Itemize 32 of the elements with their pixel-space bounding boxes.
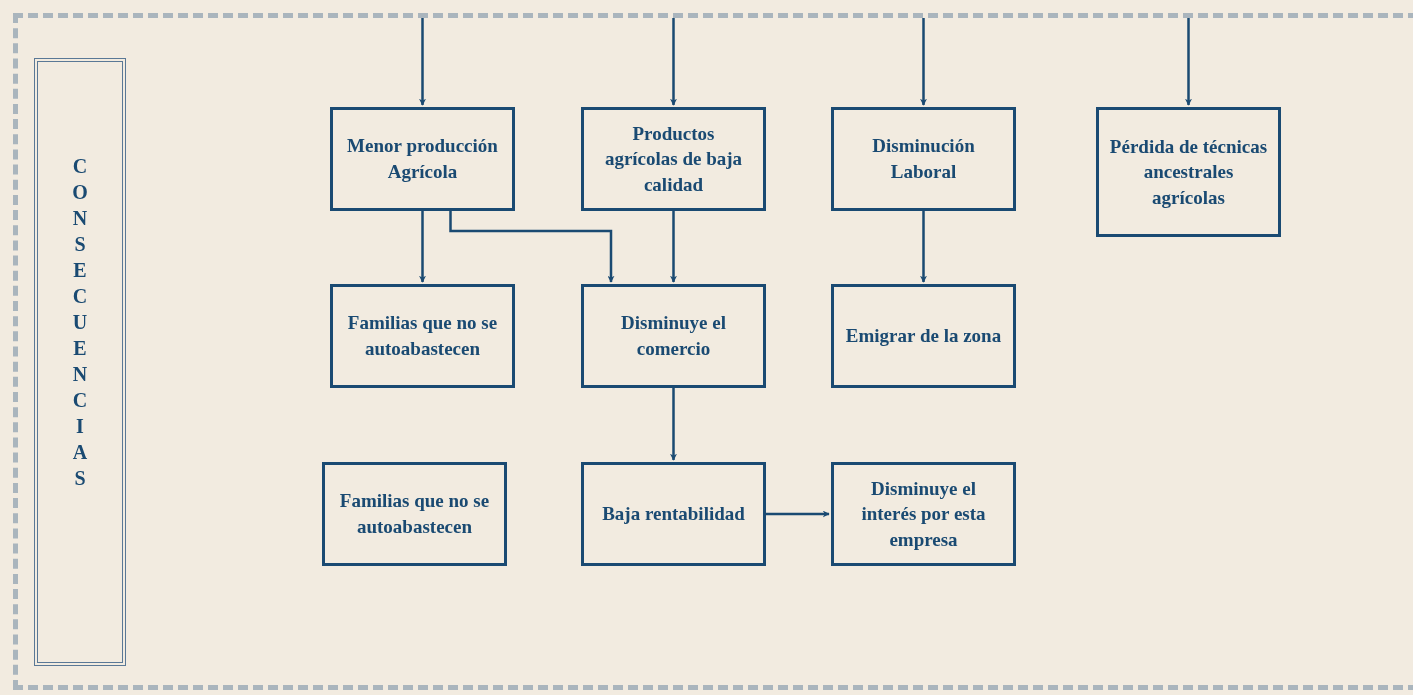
arrow <box>670 211 677 283</box>
arrow <box>920 211 927 283</box>
process-box <box>831 107 1016 211</box>
arrow <box>419 18 426 106</box>
process-box <box>831 462 1016 566</box>
vertical-heading: CONSECUENCIAS <box>71 154 89 491</box>
box-text: Pérdida de técnicas ancestrales agrícolas <box>1109 134 1268 210</box>
box-text: Menor producción Agrícola <box>346 134 499 184</box>
process-box <box>1096 107 1281 237</box>
process-box <box>330 284 515 388</box>
arrow <box>766 510 830 518</box>
process-box <box>322 462 507 566</box>
process-box <box>581 284 766 388</box>
box-text: Disminuye el interés por esta empresa <box>860 476 987 552</box>
arrow <box>920 18 927 106</box>
process-box <box>581 462 766 566</box>
box-text: Disminución Laboral <box>871 134 976 184</box>
side-panel <box>34 58 126 666</box>
arrow <box>670 388 677 461</box>
process-box <box>581 107 766 211</box>
process-box <box>330 107 515 211</box>
arrow <box>1185 18 1192 106</box>
process-box <box>831 284 1016 388</box>
arrow <box>449 211 615 283</box>
arrow <box>670 18 677 106</box>
box-text: Emigrar de la zona <box>845 324 1002 349</box>
box-text: Baja rentabilidad <box>602 502 745 527</box>
box-text: Productos agrícolas de baja calidad <box>603 121 744 197</box>
box-text: Familias que no se autoabastecen <box>338 489 491 539</box>
arrow <box>419 211 426 283</box>
box-text: Familias que no se autoabastecen <box>346 311 499 361</box>
box-text: Disminuye el comercio <box>620 311 727 361</box>
